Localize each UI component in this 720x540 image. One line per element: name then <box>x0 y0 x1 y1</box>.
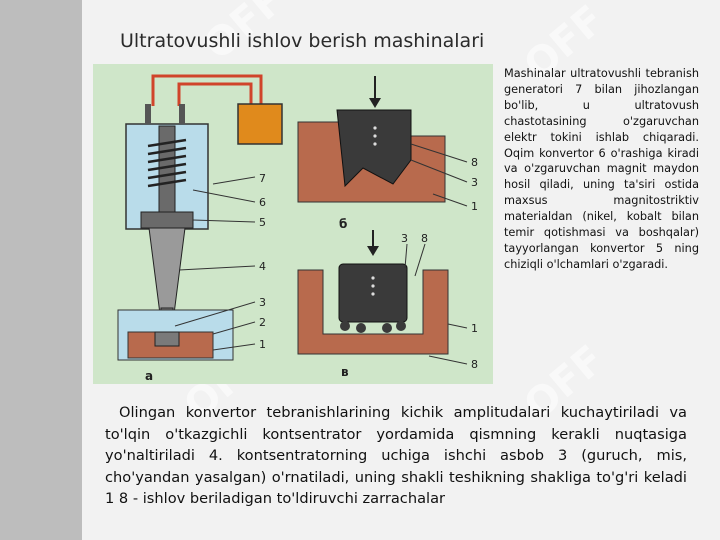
body-description: Olingan konvertor tebranishlarining kich… <box>105 404 687 508</box>
diagram-svg: 7 6 5 4 3 2 1 a 8 3 1 б <box>117 74 478 383</box>
label-c-8b: 8 <box>471 358 478 371</box>
label-1: 1 <box>259 338 266 351</box>
tool-dots <box>373 126 377 146</box>
machine-diagram: 7 6 5 4 3 2 1 a 8 3 1 б <box>93 64 493 384</box>
slide-title: Ultratovushli ishlov berish mashinalari <box>120 30 485 52</box>
label-5: 5 <box>259 216 266 229</box>
workpiece-c <box>297 269 449 355</box>
abrasive-particles <box>340 321 406 333</box>
coil-winding <box>147 138 187 188</box>
label-4: 4 <box>259 260 266 273</box>
label-b-1: 1 <box>471 200 478 213</box>
wire <box>151 74 263 106</box>
label-c-1: 1 <box>471 322 478 335</box>
caption-b: б <box>339 217 347 231</box>
tool-dots <box>371 276 375 296</box>
label-b-8: 8 <box>471 156 478 169</box>
label-3: 3 <box>259 296 266 309</box>
arrow-head <box>367 246 379 256</box>
side-description: Mashinalar ultratovushli tebranish gener… <box>504 67 699 271</box>
shaped-tool <box>336 109 412 188</box>
terminal <box>179 104 185 124</box>
label-c-3: 3 <box>401 232 408 245</box>
leader-lines <box>174 176 256 351</box>
transducer-core <box>158 125 176 215</box>
tool-in-workpiece <box>154 331 180 347</box>
terminal <box>145 104 151 124</box>
label-b-3: 3 <box>471 176 478 189</box>
leader-lines-b <box>410 143 468 207</box>
label-7: 7 <box>259 172 266 185</box>
caption-c: в <box>341 365 349 379</box>
leader-lines-c <box>404 243 468 365</box>
generator-box <box>237 103 283 145</box>
label-c-8: 8 <box>421 232 428 245</box>
label-2: 2 <box>259 316 266 329</box>
flange <box>140 211 194 229</box>
caption-a: a <box>145 369 153 383</box>
label-6: 6 <box>259 196 266 209</box>
wire <box>177 82 253 106</box>
arrow-head <box>369 98 381 108</box>
left-sidebar-bar <box>0 0 82 540</box>
